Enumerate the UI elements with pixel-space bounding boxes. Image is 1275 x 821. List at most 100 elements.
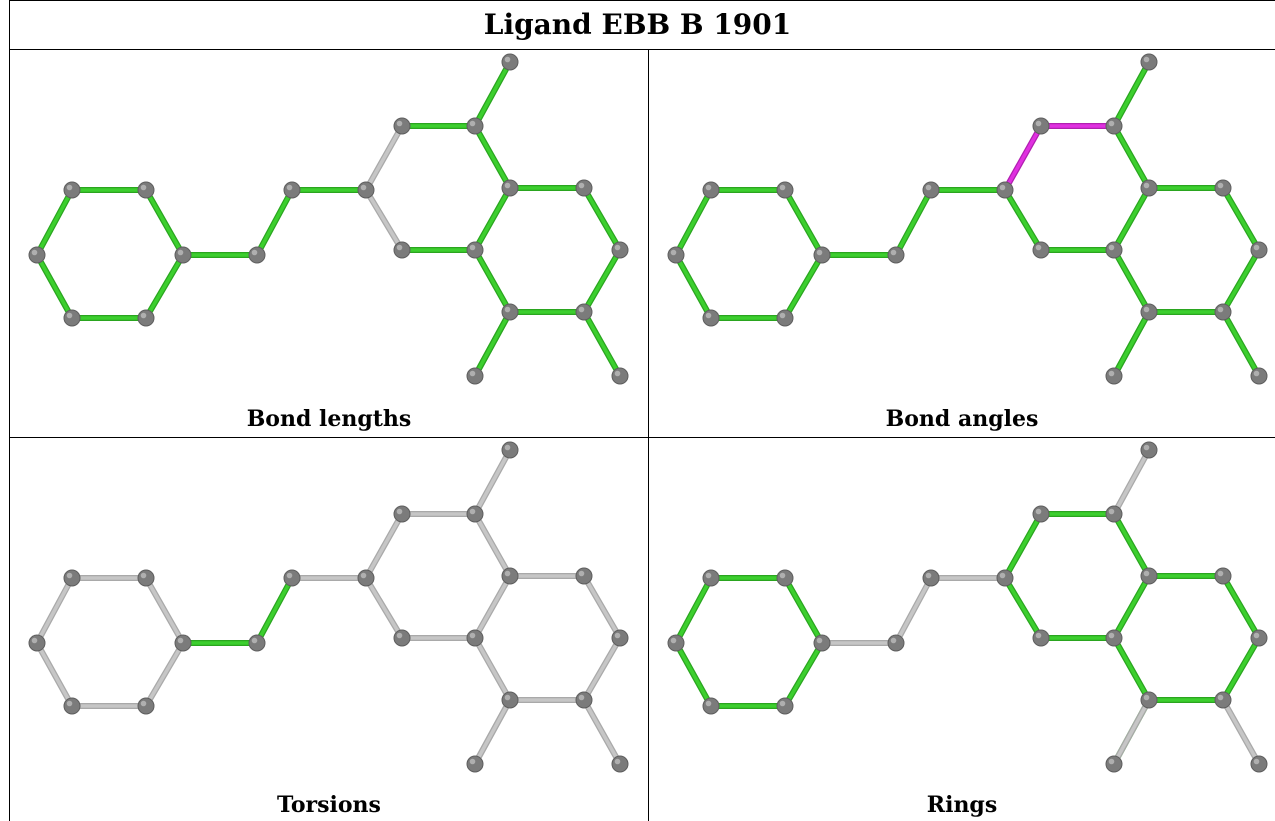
atom-a19 [501, 53, 519, 71]
border-left [9, 0, 10, 821]
atom-highlight [614, 244, 621, 251]
atom-a11 [501, 179, 519, 197]
bond-a17-a18 [473, 310, 512, 378]
atom-a20 [1250, 755, 1268, 773]
atom-a12 [1105, 629, 1123, 647]
atom-highlight [140, 184, 147, 191]
bond-a2-a3 [144, 641, 185, 708]
bond-a10-a11 [1112, 512, 1151, 578]
atom-highlight [469, 632, 476, 639]
atom-highlight [1108, 632, 1115, 639]
bond-a13-a8 [364, 576, 404, 640]
atom-highlight [816, 637, 823, 644]
row-divider [9, 437, 1275, 438]
atom-highlight [705, 184, 712, 191]
bond-a6-a7 [255, 576, 294, 645]
atom-highlight [1108, 508, 1115, 515]
bond-a4-a5 [674, 641, 713, 708]
bond-a4-a5 [35, 641, 74, 708]
atom-highlight [66, 184, 73, 191]
atom-a18 [466, 755, 484, 773]
atom-highlight [31, 249, 38, 256]
atom-highlight [816, 249, 823, 256]
atom-a14 [1214, 567, 1232, 585]
atom-highlight [1253, 758, 1260, 765]
atom-highlight [925, 572, 932, 579]
bond-a16-a20 [1221, 310, 1261, 378]
molecule-diagram [28, 53, 629, 385]
panel-torsions: Torsions [10, 438, 648, 821]
atom-highlight [578, 182, 585, 189]
atom-a18 [1105, 755, 1123, 773]
atom-highlight [360, 184, 367, 191]
bond-a6-a7 [255, 188, 294, 257]
atom-highlight [705, 700, 712, 707]
atom-highlight [614, 370, 621, 377]
atom-a6 [248, 246, 266, 264]
atom-a2 [174, 634, 192, 652]
bond-a13-a8 [364, 188, 404, 252]
atom-highlight [578, 570, 585, 577]
atom-a9 [393, 117, 411, 135]
bond-a11-a12 [473, 574, 512, 640]
atom-highlight [1217, 694, 1224, 701]
atom-a3 [776, 697, 794, 715]
atom-highlight [396, 632, 403, 639]
bond-a11-a12 [1112, 574, 1151, 640]
atom-a2 [813, 246, 831, 264]
bond-a10-a11 [473, 124, 512, 190]
atom-highlight [504, 694, 511, 701]
atom-a15 [611, 241, 629, 259]
atom-a3 [776, 309, 794, 327]
atom-a9 [1032, 505, 1050, 523]
atom-highlight [779, 184, 786, 191]
bond-a14-a15 [1221, 186, 1261, 252]
bond-a10-a19 [1112, 448, 1151, 516]
atom-a7 [283, 181, 301, 199]
molecule-diagram [667, 441, 1268, 773]
bond-a1-a2 [783, 576, 824, 645]
atom-highlight [31, 637, 38, 644]
bond-a5-a0 [35, 188, 74, 257]
atom-highlight [177, 637, 184, 644]
atom-highlight [1143, 444, 1150, 451]
bond-a8-a9 [1003, 512, 1043, 580]
bond-a15-a16 [582, 248, 622, 314]
atom-highlight [66, 700, 73, 707]
bond-a5-a0 [674, 576, 713, 645]
atom-highlight [251, 249, 258, 256]
atom-a7 [922, 569, 940, 587]
atom-highlight [66, 312, 73, 319]
bond-a14-a15 [582, 574, 622, 640]
atom-highlight [1143, 570, 1150, 577]
panel-rings: Rings [649, 438, 1275, 821]
bond-a10-a11 [1112, 124, 1151, 190]
figure-title: Ligand EBB B 1901 [483, 8, 792, 41]
atom-highlight [999, 572, 1006, 579]
atom-a17 [1140, 303, 1158, 321]
atom-a13 [1032, 241, 1050, 259]
bond-a8-a9 [1003, 124, 1043, 192]
bond-a17-a18 [1112, 310, 1151, 378]
atom-highlight [360, 572, 367, 579]
panel-label: Torsions [277, 792, 381, 818]
atom-a5 [667, 246, 685, 264]
bond-a10-a19 [473, 60, 512, 128]
atom-a2 [174, 246, 192, 264]
panel-label: Rings [926, 792, 998, 818]
molecule-diagram [28, 441, 629, 773]
atom-a19 [501, 441, 519, 459]
atom-a1 [776, 181, 794, 199]
atom-highlight [1143, 182, 1150, 189]
atom-highlight [140, 312, 147, 319]
atom-a7 [922, 181, 940, 199]
panel-bond-angles: Bond angles [649, 50, 1275, 437]
atom-highlight [1108, 370, 1115, 377]
panel-label: Bond lengths [246, 406, 412, 432]
bond-a4-a5 [35, 253, 74, 320]
atom-a9 [393, 505, 411, 523]
atom-highlight [469, 120, 476, 127]
atom-a3 [137, 309, 155, 327]
atom-highlight [396, 508, 403, 515]
